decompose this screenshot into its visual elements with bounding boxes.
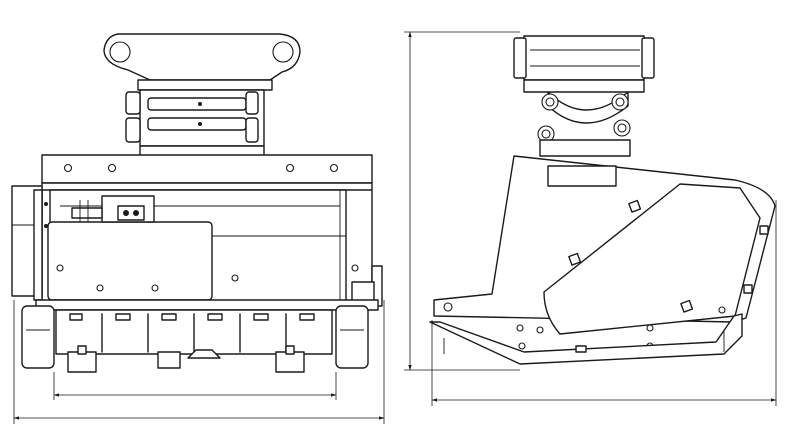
front-dimensions [13,300,385,424]
main-housing [11,154,383,311]
front-view [11,33,385,424]
skids-and-flails [21,305,369,373]
top-pin-assembly [513,35,655,157]
hitch-bracket [103,33,301,91]
side-body [429,155,776,365]
side-view [404,31,777,406]
side-dimensions [404,31,777,406]
